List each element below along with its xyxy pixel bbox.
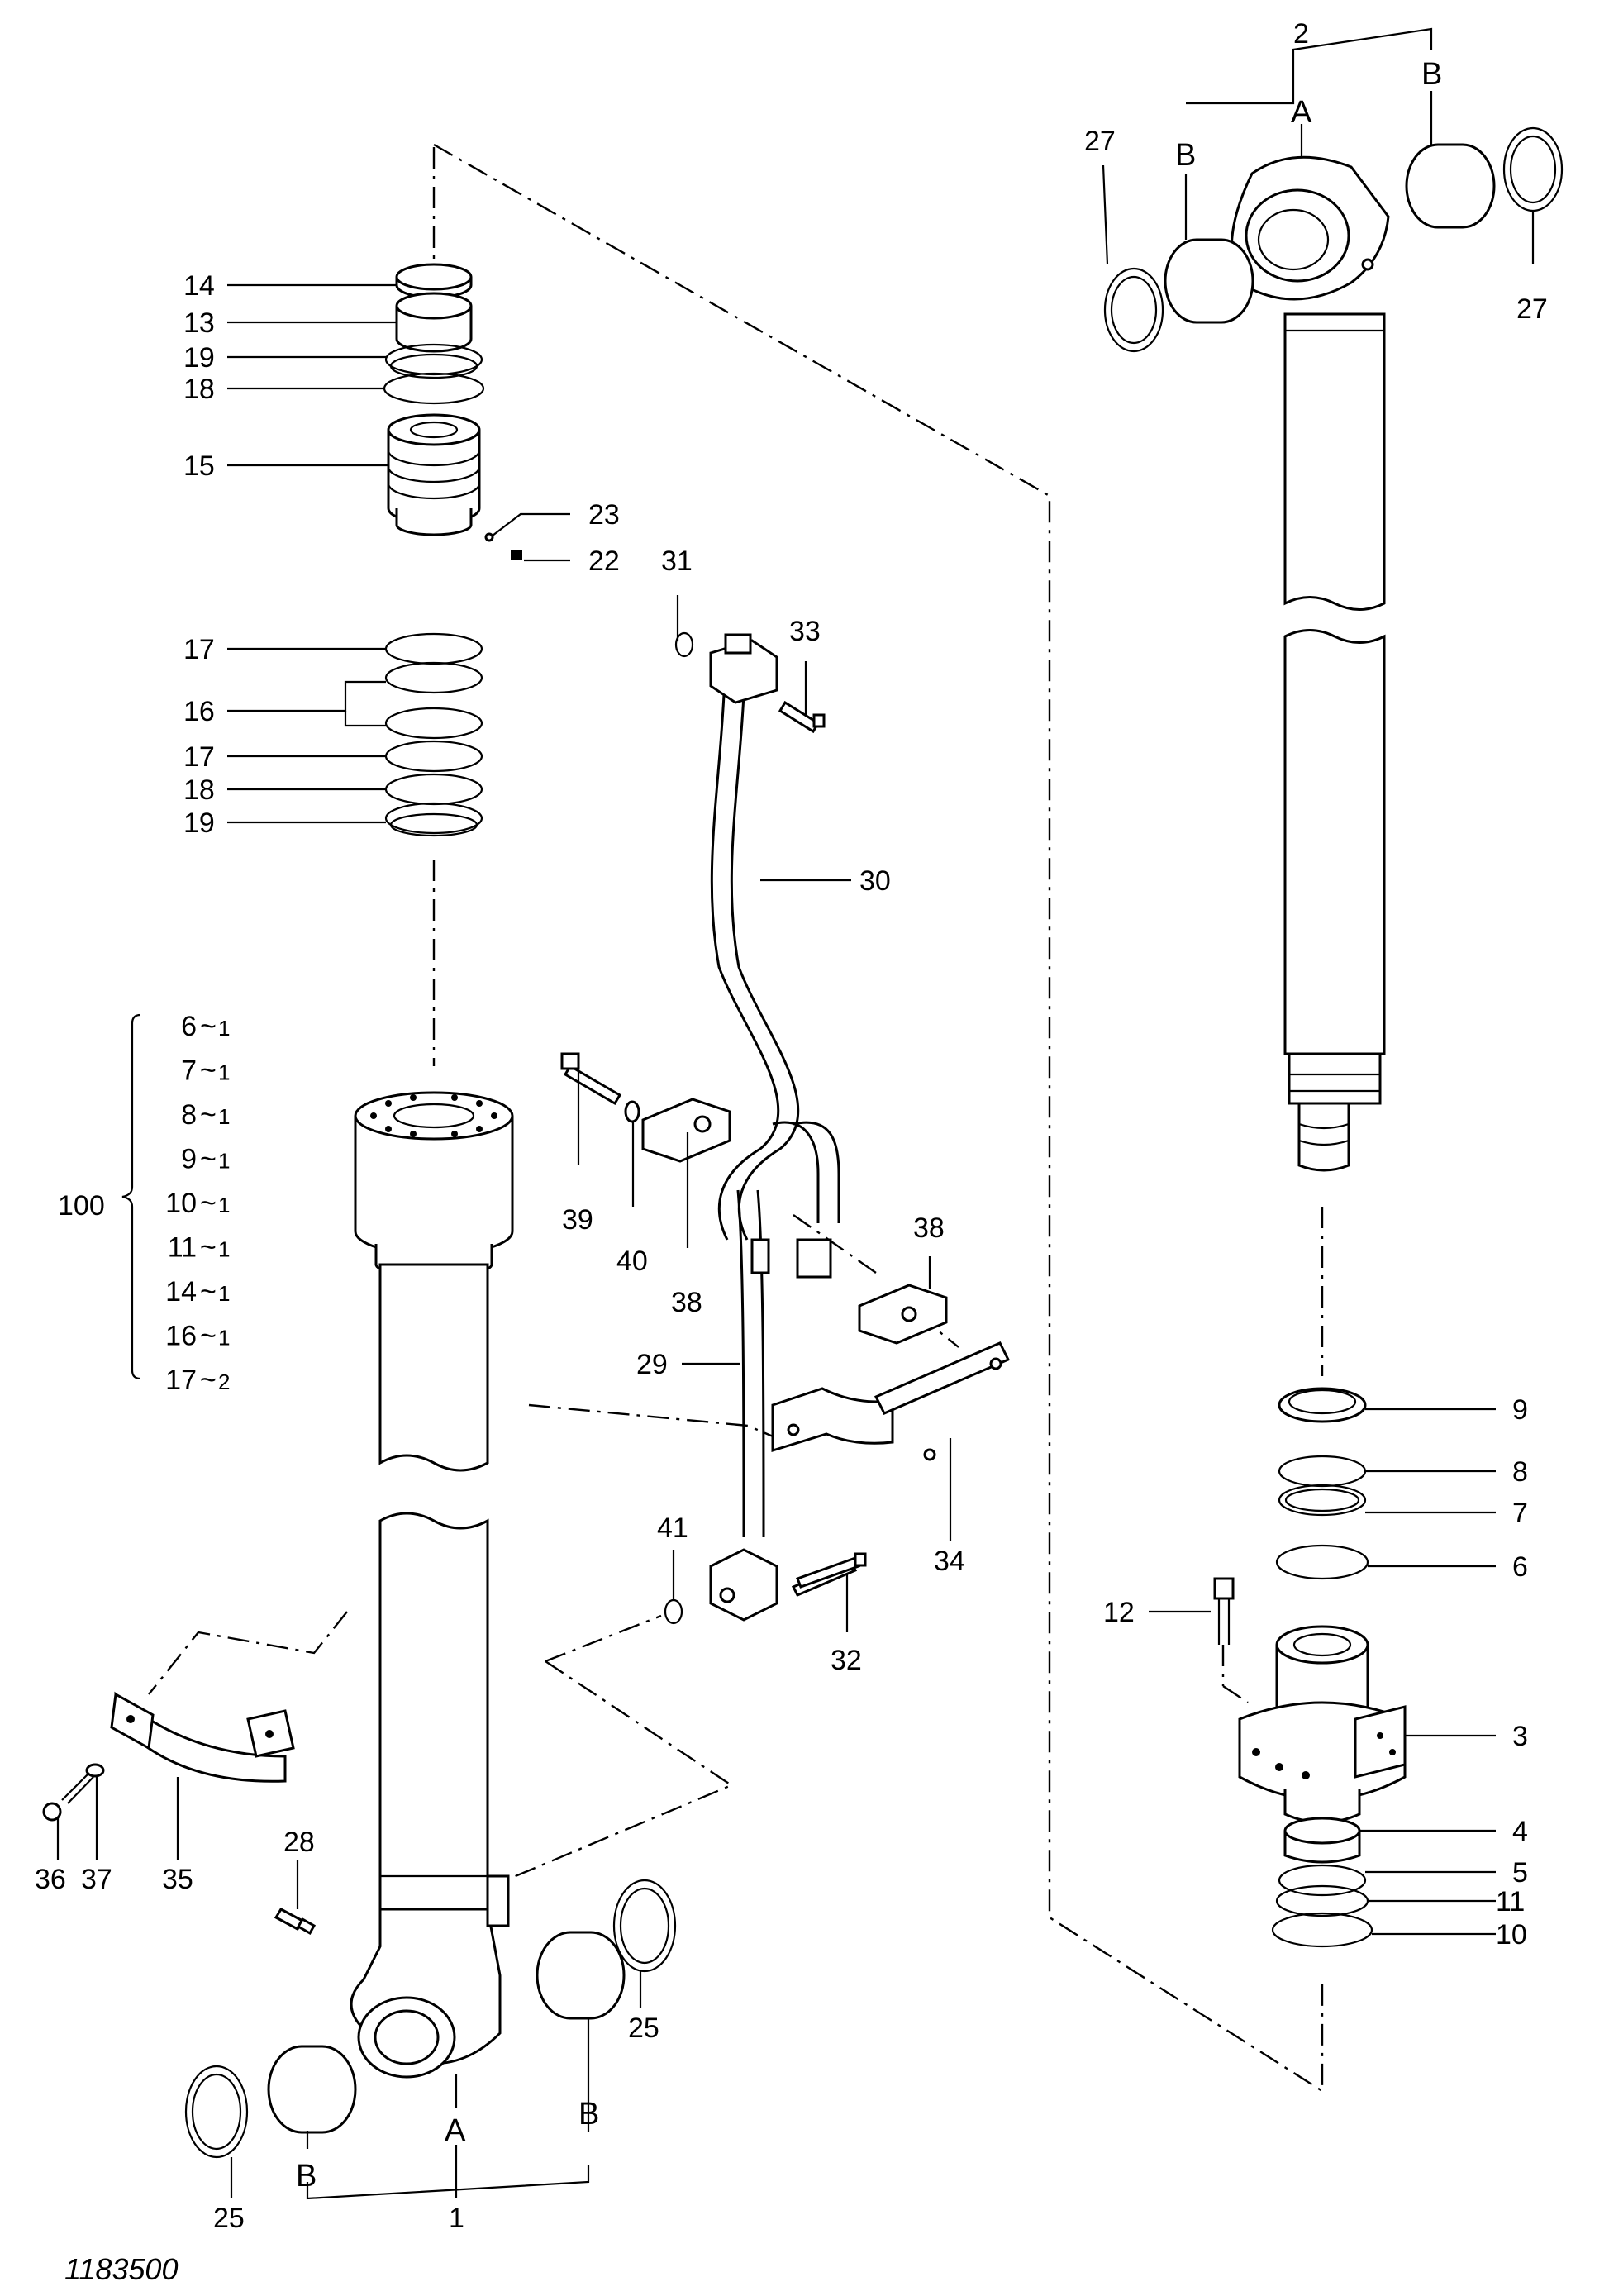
kit-item-qty: 1	[218, 1281, 230, 1306]
callout-10: 10	[1496, 1919, 1527, 1951]
kit-item-qty: 1	[218, 1193, 230, 1217]
kit-item-separator: ~	[200, 1321, 217, 1352]
kit-item-part: 8	[181, 1099, 197, 1131]
kit-item-separator: ~	[200, 1188, 217, 1219]
kit-item-part: 9	[181, 1144, 197, 1175]
bolt-33	[812, 713, 826, 728]
callout-39: 39	[562, 1204, 593, 1236]
rod-letter-a: A	[1291, 95, 1312, 130]
assembly-centerlines	[148, 143, 1324, 2094]
callout-27: 27	[1084, 126, 1116, 157]
callout-12: 12	[1103, 1597, 1135, 1628]
callout-37: 37	[81, 1864, 112, 1895]
kit-item-qty: 1	[218, 1104, 230, 1129]
callout-5: 5	[1512, 1857, 1528, 1889]
callout-1: 1	[449, 2203, 464, 2234]
kit-item-part: 10	[165, 1188, 197, 1219]
callout-32: 32	[831, 1645, 862, 1676]
kit-item-qty: 1	[218, 1237, 230, 1262]
kit-item-qty: 1	[218, 1149, 230, 1174]
letter-labels: A B B A B B	[296, 57, 1442, 2194]
callout-23: 23	[588, 499, 620, 531]
kit-item-separator: ~	[200, 1276, 217, 1308]
callout-100: 100	[58, 1190, 105, 1222]
callout-7: 7	[1512, 1498, 1528, 1529]
leader-lines	[56, 27, 1535, 2200]
callout-14: 14	[183, 270, 215, 302]
cylinder-tube	[184, 1263, 677, 2159]
kit-item-part: 16	[165, 1321, 197, 1352]
piston-rod-head-stack	[383, 263, 522, 837]
callout-19: 19	[183, 342, 215, 374]
callout-29: 29	[636, 1349, 668, 1380]
callout-3: 3	[1512, 1721, 1528, 1752]
callout-15: 15	[183, 450, 215, 482]
callout-30: 30	[859, 865, 891, 897]
callout-31: 31	[661, 545, 693, 577]
callout-38: 38	[913, 1212, 945, 1244]
callout-19: 19	[183, 807, 215, 839]
kit-item-qty: 1	[218, 1326, 230, 1350]
seal-kit-list: 6~17~18~19~110~111~114~116~117~2	[165, 1011, 230, 1396]
gland-and-seals	[1213, 1387, 1407, 1948]
drawing-id: 1183500	[64, 2252, 178, 2286]
callout-41: 41	[657, 1512, 688, 1544]
callout-40: 40	[616, 1246, 648, 1277]
callout-18: 18	[183, 374, 215, 405]
kit-brace	[121, 1013, 141, 1380]
callout-33: 33	[789, 616, 821, 647]
callout-17: 17	[183, 741, 215, 773]
callout-16: 16	[183, 696, 215, 727]
callout-34: 34	[934, 1546, 965, 1577]
callout-labels: 14 13 19 18 15 23 22 17 16 17 18 19 31 3…	[35, 18, 1548, 2234]
tube-letter-b-right: B	[578, 2097, 599, 2132]
kit-item-qty: 1	[218, 1016, 230, 1041]
rod-letter-b-left: B	[1175, 138, 1196, 173]
callout-17: 17	[183, 634, 215, 665]
kit-item-part: 17	[165, 1365, 197, 1396]
callout-13: 13	[183, 307, 215, 339]
rod-letter-b-right: B	[1421, 57, 1442, 92]
kit-item-part: 6	[181, 1011, 197, 1042]
callout-11: 11	[1496, 1886, 1525, 1917]
tube-letter-a: A	[445, 2113, 466, 2148]
callout-22: 22	[588, 545, 620, 577]
callout-9: 9	[1512, 1394, 1528, 1426]
bolt-32	[796, 1552, 867, 1589]
kit-item-separator: ~	[200, 1365, 217, 1396]
kit-item-separator: ~	[200, 1055, 217, 1087]
kit-item-separator: ~	[200, 1232, 217, 1264]
callout-25: 25	[628, 2013, 659, 2044]
callout-4: 4	[1512, 1816, 1528, 1847]
kit-item-qty: 2	[218, 1370, 230, 1394]
tube-letter-b-left: B	[296, 2159, 317, 2194]
callout-2: 2	[1293, 18, 1309, 50]
callout-36: 36	[35, 1864, 66, 1895]
cylinder-head	[354, 1091, 514, 1278]
callout-8: 8	[1512, 1456, 1528, 1488]
piston-rod	[1103, 126, 1564, 1172]
clamp-assembly	[42, 1691, 295, 1822]
kit-item-separator: ~	[200, 1099, 217, 1131]
hydraulic-pipes	[664, 631, 858, 1625]
kit-item-part: 11	[168, 1232, 197, 1264]
kit-item-part: 14	[165, 1276, 197, 1308]
callout-6: 6	[1512, 1551, 1528, 1583]
kit-item-separator: ~	[200, 1144, 217, 1175]
callout-28: 28	[283, 1827, 315, 1858]
kit-item-part: 7	[181, 1055, 197, 1087]
callout-38: 38	[671, 1287, 702, 1318]
callout-35: 35	[162, 1864, 193, 1895]
callout-27: 27	[1516, 293, 1548, 325]
kit-item-qty: 1	[218, 1060, 230, 1085]
callout-18: 18	[183, 774, 215, 806]
kit-item-separator: ~	[200, 1011, 217, 1042]
callout-25: 25	[213, 2203, 245, 2234]
pipe-clamp-parts	[560, 1052, 1011, 1461]
